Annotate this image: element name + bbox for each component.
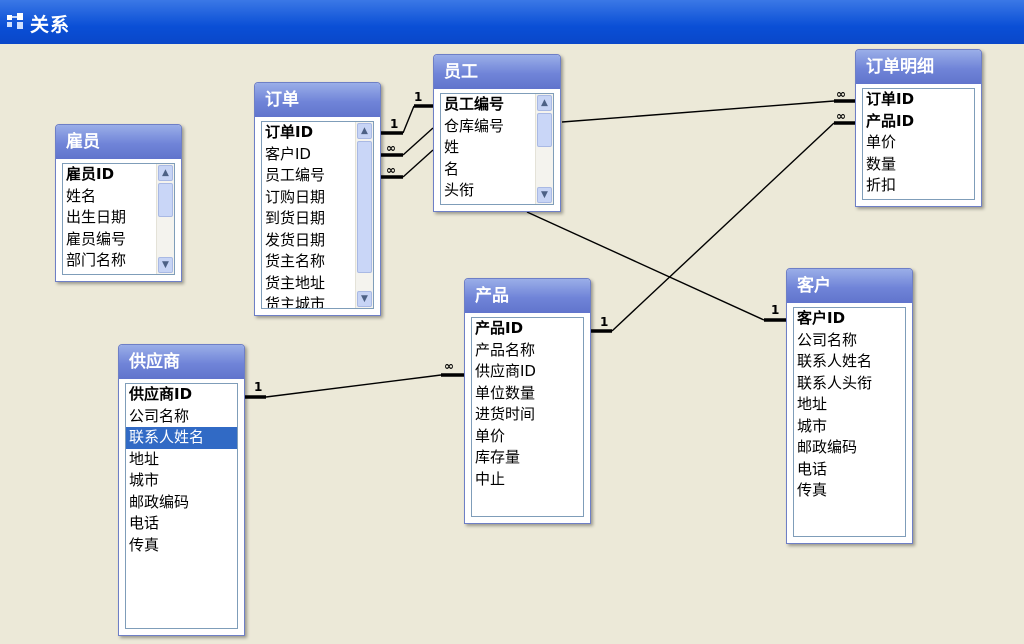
field-item[interactable]: 姓名 <box>66 186 97 205</box>
field-item[interactable]: 单位数量 <box>475 383 536 402</box>
field-item[interactable]: 城市 <box>129 471 160 489</box>
field-item[interactable]: 员工编号 <box>265 166 326 184</box>
field-item[interactable]: 产品名称 <box>475 340 536 359</box>
field-item[interactable]: 客户ID <box>265 144 311 163</box>
relationships-icon <box>7 13 23 29</box>
field-item[interactable]: 公司名称 <box>129 406 190 425</box>
scroll-down-icon[interactable]: ▼ <box>357 291 372 307</box>
table-orderdetail[interactable]: 订单明细 订单ID 产品ID 单价 数量 折扣 <box>855 49 982 207</box>
field-item[interactable]: 货主城市 <box>265 295 326 309</box>
field-item[interactable]: 公司名称 <box>797 330 858 349</box>
field-item[interactable]: 单价 <box>866 133 897 151</box>
field-item[interactable]: 到货日期 <box>265 209 326 227</box>
table-title[interactable]: 客户 <box>787 269 912 303</box>
field-item[interactable]: 部门名称 <box>66 251 127 269</box>
scrollbar[interactable]: ▲ ▼ <box>355 122 373 308</box>
field-item[interactable]: 出生日期 <box>66 208 127 226</box>
field-list: 客户ID 公司名称 联系人姓名 联系人头衔 地址 城市 邮政编码 电话 传真 <box>794 308 905 536</box>
table-order[interactable]: 订单 订单ID 客户ID 员工编号 订购日期 到货日期 发货日期 货主名称 货主… <box>254 82 381 316</box>
field-item[interactable]: 地址 <box>129 449 160 468</box>
window-title: 关系 <box>30 14 71 36</box>
field-item[interactable]: 联系人头衔 <box>797 373 873 392</box>
field-item[interactable]: 货主地址 <box>265 273 326 292</box>
field-item[interactable]: 进货时间 <box>475 405 536 423</box>
field-item[interactable]: 雇员ID <box>66 165 115 183</box>
field-item[interactable]: 头衔 <box>444 181 475 199</box>
table-supplier[interactable]: 供应商 供应商ID 公司名称 联系人姓名 地址 城市 邮政编码 电话 传真 <box>118 344 245 636</box>
field-item[interactable]: 仓库编号 <box>444 116 505 135</box>
table-staff[interactable]: 员工 员工编号 仓库编号 姓 名 头衔 ▲ ▼ <box>433 54 561 212</box>
field-item[interactable]: 地址 <box>797 395 828 413</box>
field-list: 订单ID 产品ID 单价 数量 折扣 <box>863 89 974 199</box>
field-item[interactable]: 传真 <box>797 481 828 499</box>
table-title[interactable]: 订单明细 <box>856 50 981 84</box>
field-item[interactable]: 货主名称 <box>265 252 326 270</box>
field-item[interactable]: 客户ID <box>797 309 846 327</box>
table-customer[interactable]: 客户 客户ID 公司名称 联系人姓名 联系人头衔 地址 城市 邮政编码 电话 传… <box>786 268 913 544</box>
scrollbar[interactable]: ▲ ▼ <box>535 94 553 204</box>
table-title[interactable]: 雇员 <box>56 125 181 159</box>
scrollbar[interactable]: ▲ ▼ <box>156 164 174 274</box>
table-title[interactable]: 员工 <box>434 55 560 89</box>
table-title[interactable]: 产品 <box>465 279 590 313</box>
field-item[interactable]: 邮政编码 <box>129 492 190 511</box>
scroll-down-icon[interactable]: ▼ <box>158 257 173 273</box>
field-item[interactable]: 联系人姓名 <box>797 352 873 370</box>
scroll-thumb[interactable] <box>537 113 552 147</box>
scroll-thumb[interactable] <box>158 183 173 217</box>
table-employee[interactable]: 雇员 雇员ID 姓名 出生日期 雇员编号 部门名称 ▲ ▼ <box>55 124 182 282</box>
field-item[interactable]: 单价 <box>475 426 506 445</box>
field-item[interactable]: 电话 <box>797 459 828 478</box>
scroll-up-icon[interactable]: ▲ <box>357 123 372 139</box>
field-item[interactable]: 雇员编号 <box>66 229 127 248</box>
scroll-up-icon[interactable]: ▲ <box>158 165 173 181</box>
field-item[interactable]: 库存量 <box>475 448 521 466</box>
field-list: 供应商ID 公司名称 联系人姓名 地址 城市 邮政编码 电话 传真 <box>126 384 237 628</box>
field-item[interactable]: 发货日期 <box>265 230 326 249</box>
field-item[interactable]: 订单ID <box>866 90 915 108</box>
field-list: 产品ID 产品名称 供应商ID 单位数量 进货时间 单价 库存量 中止 <box>472 318 583 516</box>
field-list: 订单ID 客户ID 员工编号 订购日期 到货日期 发货日期 货主名称 货主地址 … <box>262 122 355 308</box>
scroll-up-icon[interactable]: ▲ <box>537 95 552 111</box>
scroll-thumb[interactable] <box>357 141 372 273</box>
field-list: 员工编号 仓库编号 姓 名 头衔 <box>441 94 535 204</box>
table-title[interactable]: 供应商 <box>119 345 244 379</box>
field-item[interactable]: 供应商ID <box>129 385 193 403</box>
table-title[interactable]: 订单 <box>255 83 380 117</box>
field-item[interactable]: 员工编号 <box>444 95 505 113</box>
field-item[interactable]: 邮政编码 <box>797 438 858 456</box>
field-item[interactable]: 姓 <box>444 138 460 156</box>
field-item[interactable]: 城市 <box>797 416 828 435</box>
field-item[interactable]: 产品ID <box>475 319 524 337</box>
field-item[interactable]: 订购日期 <box>265 187 326 206</box>
field-item[interactable]: 数量 <box>866 154 897 173</box>
window-titlebar[interactable]: 关系 <box>0 0 1024 44</box>
field-item[interactable]: 折扣 <box>866 176 897 194</box>
field-item[interactable]: 传真 <box>129 535 160 554</box>
field-item-selected[interactable]: 联系人姓名 <box>126 427 237 449</box>
field-item[interactable]: 产品ID <box>866 111 915 130</box>
scroll-down-icon[interactable]: ▼ <box>537 187 552 203</box>
field-item[interactable]: 电话 <box>129 514 160 532</box>
field-list: 雇员ID 姓名 出生日期 雇员编号 部门名称 <box>63 164 156 274</box>
table-product[interactable]: 产品 产品ID 产品名称 供应商ID 单位数量 进货时间 单价 库存量 中止 <box>464 278 591 524</box>
field-item[interactable]: 中止 <box>475 469 506 488</box>
field-item[interactable]: 名 <box>444 159 460 178</box>
field-item[interactable]: 供应商ID <box>475 362 536 380</box>
field-item[interactable]: 订单ID <box>265 123 314 141</box>
